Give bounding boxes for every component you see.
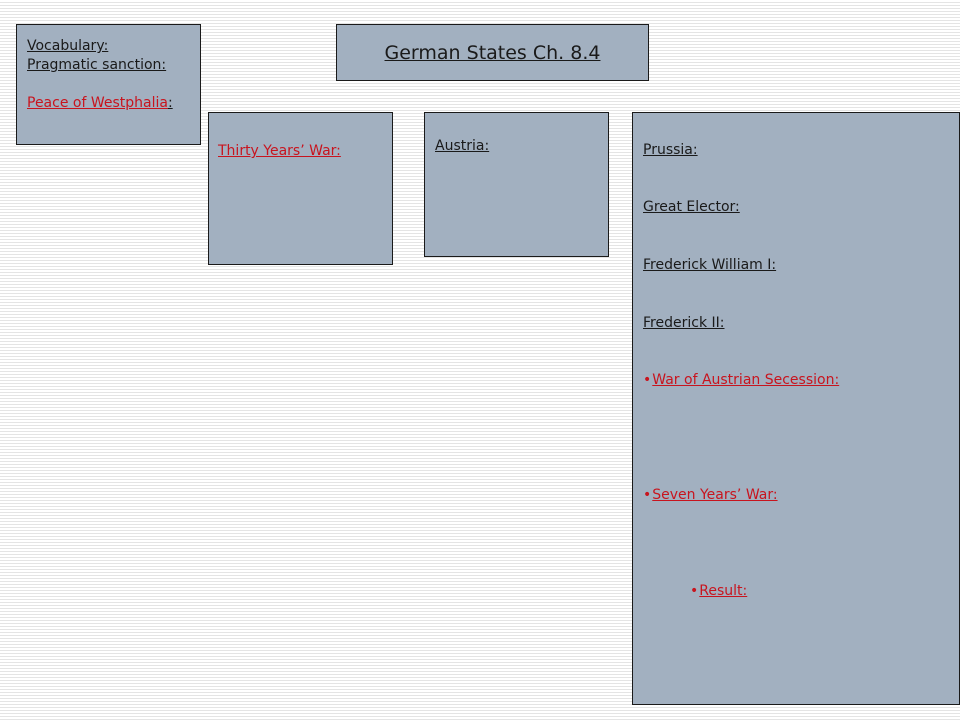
bullet-dot: •: [690, 583, 699, 599]
thirty-years-war-box: Thirty Years’ War:: [208, 112, 393, 265]
result-link[interactable]: Result:: [699, 583, 748, 599]
peace-of-westphalia-line: Peace of Westphalia:: [27, 95, 173, 111]
vocabulary-box: Vocabulary: Pragmatic sanction: Peace of…: [16, 24, 201, 145]
peace-of-westphalia-link[interactable]: Peace of Westphalia: [27, 95, 168, 111]
bullet-seven-years-war: •Seven Years’ War:: [643, 487, 778, 503]
austria-box: Austria:: [424, 112, 609, 257]
pragmatic-sanction-label: Pragmatic sanction:: [27, 57, 167, 73]
war-of-austrian-secession-link[interactable]: War of Austrian Secession:: [652, 372, 840, 388]
prussia-box: Prussia: Great Elector: Frederick Willia…: [632, 112, 960, 705]
prussia-heading: Prussia:: [643, 142, 698, 158]
seven-years-war-link[interactable]: Seven Years’ War:: [652, 487, 778, 503]
frederick-william-i-label: Frederick William I:: [643, 257, 777, 273]
thirty-years-war-link[interactable]: Thirty Years’ War:: [218, 143, 341, 159]
bullet-dot: •: [643, 372, 652, 388]
frederick-ii-label: Frederick II:: [643, 315, 725, 331]
great-elector-label: Great Elector:: [643, 199, 740, 215]
austria-label: Austria:: [435, 138, 490, 154]
bullet-result: •Result:: [690, 583, 747, 599]
vocabulary-heading: Vocabulary:: [27, 38, 109, 54]
bullet-dot: •: [643, 487, 652, 503]
peace-of-westphalia-colon: :: [167, 95, 173, 111]
bullet-war-of-austrian-secession: •War of Austrian Secession:: [643, 372, 839, 388]
title-box: German States Ch. 8.4: [336, 24, 649, 81]
page-title: German States Ch. 8.4: [384, 41, 601, 64]
